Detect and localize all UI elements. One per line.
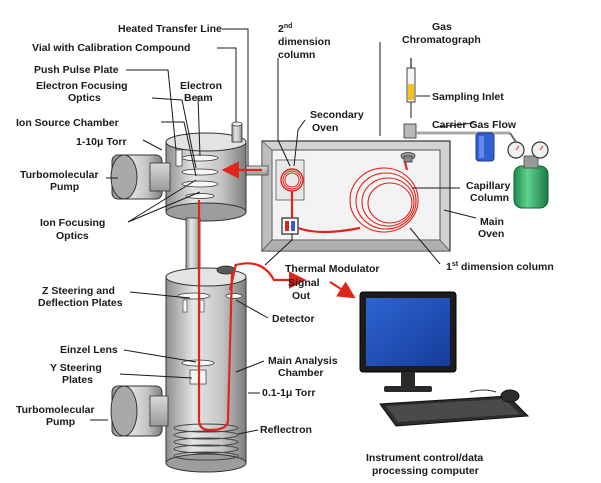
label-secondary-oven: Oven bbox=[312, 122, 338, 134]
label-carrier-gas-flow: Carrier Gas Flow bbox=[432, 119, 517, 131]
label-ion-focusing: Ion Focusing bbox=[40, 217, 105, 229]
label-pump-top: Pump bbox=[50, 181, 79, 193]
computer-mouse bbox=[469, 389, 520, 403]
injector-port bbox=[400, 152, 416, 163]
reflectron-rings bbox=[173, 423, 239, 461]
label-source-pressure: 1-10μ Torr bbox=[76, 136, 127, 148]
computer-keyboard bbox=[379, 395, 530, 427]
label-einzel-lens: Einzel Lens bbox=[60, 344, 118, 356]
sampling-inlet-syringe bbox=[403, 58, 417, 139]
label-ion-source-chamber: Ion Source Chamber bbox=[16, 117, 119, 129]
label-sampling-inlet: Sampling Inlet bbox=[432, 91, 504, 103]
label-turbomolecular-bottom: Turbomolecular bbox=[16, 404, 95, 416]
label-secondary: Secondary bbox=[310, 109, 364, 121]
computer-monitor bbox=[359, 291, 457, 392]
label-chromatograph: Chromatograph bbox=[402, 34, 481, 46]
label-y-steering: Y Steering bbox=[50, 362, 102, 374]
label-electron-focusing-optics: Optics bbox=[68, 92, 101, 104]
label-pump-bottom: Pump bbox=[46, 416, 75, 428]
capillary-column bbox=[290, 161, 419, 234]
label-electron-focusing: Electron Focusing bbox=[36, 80, 128, 92]
label-computer: Instrument control/data bbox=[366, 452, 483, 464]
label-reflectron: Reflectron bbox=[260, 424, 312, 436]
main-analysis-chamber bbox=[165, 265, 247, 473]
label-detector: Detector bbox=[272, 313, 315, 325]
label-second-dimension: dimension bbox=[278, 36, 331, 48]
turbo-pump-top bbox=[110, 154, 171, 200]
signal-out-arrow bbox=[235, 262, 356, 299]
label-second-dimension-column: column bbox=[278, 49, 315, 61]
label-signal-out: Out bbox=[292, 290, 311, 302]
label-ion-focusing-optics: Optics bbox=[56, 230, 89, 242]
label-main-oven: Oven bbox=[478, 228, 504, 240]
label-main-analysis: Main Analysis bbox=[268, 355, 338, 367]
ion-source-chamber bbox=[165, 121, 247, 222]
label-z-steering: Z Steering and bbox=[42, 285, 115, 297]
label-gas: Gas bbox=[432, 21, 452, 33]
ion-beam-path bbox=[197, 161, 262, 432]
thermal-modulator bbox=[281, 217, 299, 235]
label-second-dimension-num: 2nd bbox=[278, 23, 292, 35]
label-electron: Electron bbox=[180, 80, 222, 92]
secondary-oven bbox=[275, 159, 305, 201]
label-y-steering-plates: Plates bbox=[62, 374, 93, 386]
turbo-pump-bottom bbox=[110, 385, 169, 437]
label-computer-2: processing computer bbox=[372, 465, 479, 477]
label-capillary: Capillary bbox=[466, 180, 511, 192]
label-thermal-modulator: Thermal Modulator bbox=[285, 263, 380, 275]
leader-lines bbox=[90, 28, 477, 435]
label-main-pressure: 0.1-1μ Torr bbox=[262, 387, 316, 399]
label-vial: Vial with Calibration Compound bbox=[32, 42, 190, 54]
gas-trap bbox=[475, 132, 495, 162]
label-main: Main bbox=[480, 216, 504, 228]
label-heated-transfer-line: Heated Transfer Line bbox=[118, 23, 222, 35]
label-turbomolecular-top: Turbomolecular bbox=[20, 169, 99, 181]
label-signal: Signal bbox=[288, 277, 320, 289]
label-first-dimension-column: 1st dimension column bbox=[446, 261, 554, 273]
gas-cylinder bbox=[507, 132, 549, 209]
label-beam: Beam bbox=[184, 92, 213, 104]
label-push-pulse-plate: Push Pulse Plate bbox=[34, 64, 119, 76]
label-capillary-column: Column bbox=[470, 192, 509, 204]
label-main-analysis-chamber: Chamber bbox=[278, 367, 324, 379]
label-deflection-plates: Deflection Plates bbox=[38, 297, 123, 309]
